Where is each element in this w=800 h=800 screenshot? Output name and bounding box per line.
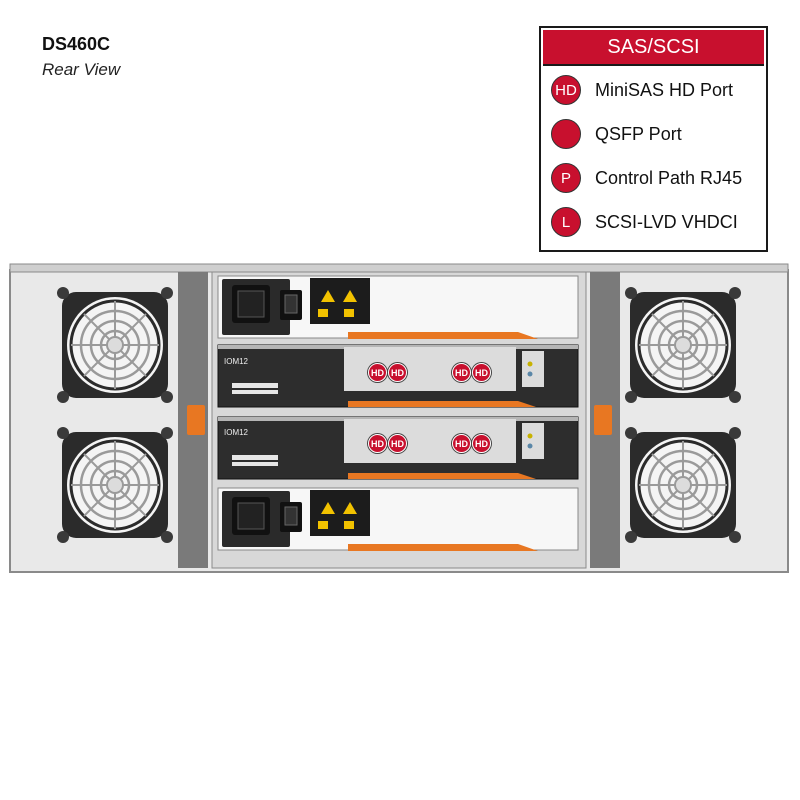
minisas-badge-icon: HD [551, 75, 581, 105]
iom-bottom-port-3[interactable]: HD [452, 434, 471, 453]
device-title: DS460C [42, 34, 111, 54]
legend-item-minisas: HD MiniSAS HD Port [551, 74, 733, 106]
iom-bottom-port-2[interactable]: HD [388, 434, 407, 453]
iom-bottom-port-1[interactable]: HD [368, 434, 387, 453]
legend-item-rj45: P Control Path RJ45 [551, 162, 742, 194]
legend-item-vhdci: L SCSI-LVD VHDCI [551, 206, 738, 238]
iom-bottom-port-4[interactable]: HD [472, 434, 491, 453]
iom-top-port-1[interactable]: HD [368, 363, 387, 382]
iom-top-port-4[interactable]: HD [472, 363, 491, 382]
legend-title: SAS/SCSI [543, 30, 764, 66]
iom-top-port-2[interactable]: HD [388, 363, 407, 382]
port-legend: SAS/SCSI HD MiniSAS HD Port QSFP Port P … [539, 26, 768, 252]
view-subtitle: Rear View [42, 60, 121, 79]
qsfp-badge-icon [551, 119, 581, 149]
rj45-badge-icon: P [551, 163, 581, 193]
legend-label: MiniSAS HD Port [595, 79, 734, 100]
vhdci-badge-icon: L [551, 207, 581, 237]
legend-label: Control Path RJ45 [595, 167, 743, 188]
iom-top-label: IOM12 [224, 357, 249, 366]
legend-label: SCSI-LVD VHDCI [595, 211, 738, 232]
legend-label: QSFP Port [595, 123, 682, 144]
legend-item-qsfp: QSFP Port [551, 118, 682, 150]
iom-bottom-label: IOM12 [224, 428, 249, 437]
iom-top-port-3[interactable]: HD [452, 363, 471, 382]
